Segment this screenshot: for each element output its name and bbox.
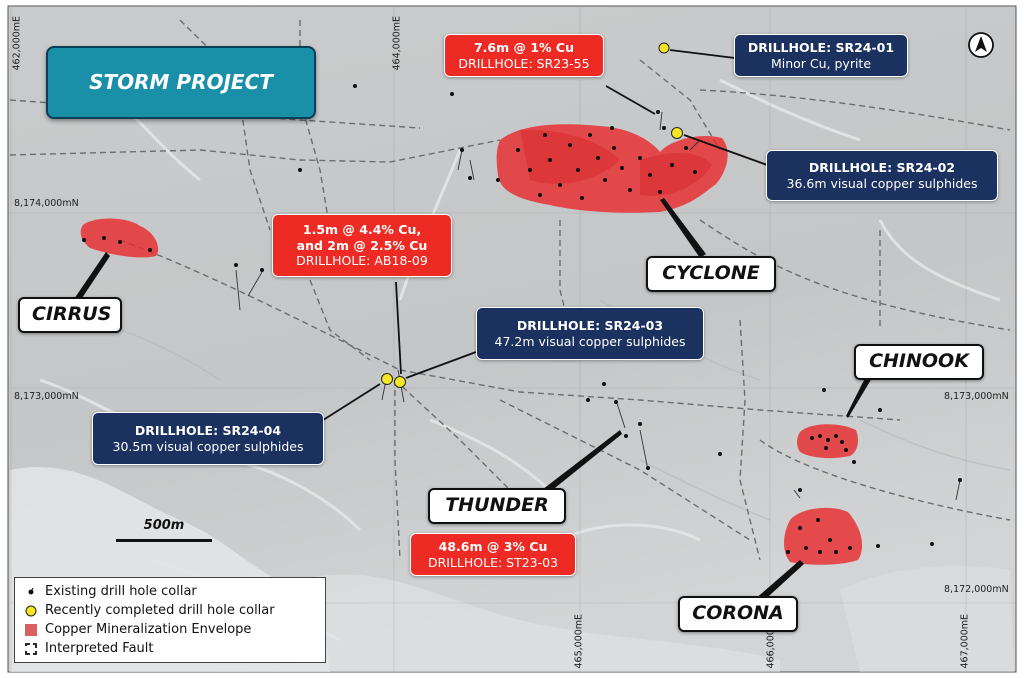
drillhole-sr24-03-note: 47.2m visual copper sulphides [494, 333, 686, 349]
drillhole-sr24-01-note: Minor Cu, pyrite [770, 55, 872, 71]
intercept-st23-03-grade: 48.6m @ 3% Cu [438, 539, 548, 554]
legend-row-envelope: Copper Mineralization Envelope [23, 620, 317, 639]
scale-bar-line [116, 539, 212, 542]
legend-label-existing: Existing drill hole collar [45, 584, 197, 599]
intercept-sr23-55-grade: 7.6m @ 1% Cu [473, 40, 575, 55]
intercept-ab18-09-grade-1: 1.5m @ 4.4% Cu, [302, 222, 422, 237]
legend-row-existing: Existing drill hole collar [23, 582, 317, 601]
envelope-cirrus [80, 218, 159, 258]
intercept-st23-03-box: 48.6m @ 3% Cu DRILLHOLE: ST23-03 [410, 533, 576, 577]
drillhole-sr24-02-name: DRILLHOLE: SR24-02 [808, 160, 956, 175]
drillhole-sr24-01-box: DRILLHOLE: SR24-01 Minor Cu, pyrite [734, 34, 908, 78]
collar-sr24-02 [671, 127, 683, 139]
scale-bar-label: 500m [143, 518, 185, 533]
grid-label-n-8172000: 8,172,000mN [944, 584, 1009, 595]
grid-label-e-465000: 465,000mE [573, 613, 585, 669]
grid-label-e-467000: 467,000mE [959, 613, 971, 669]
deposit-label-chinook: CHINOOK [854, 344, 984, 380]
drillhole-sr24-04-box: DRILLHOLE: SR24-04 30.5m visual copper s… [92, 412, 324, 466]
drillhole-sr24-03-box: DRILLHOLE: SR24-03 47.2m visual copper s… [476, 307, 704, 361]
deposit-label-cyclone: CYCLONE [646, 256, 776, 292]
envelope-swatch-icon [23, 622, 39, 638]
legend-row-new: Recently completed drill hole collar [23, 601, 317, 620]
drillhole-sr24-04-note: 30.5m visual copper sulphides [112, 438, 304, 454]
intercept-ab18-09-grade-2: and 2m @ 2.5% Cu [296, 237, 428, 253]
collar-sr24-04 [381, 373, 393, 385]
existing-collar-icon [23, 584, 39, 600]
drillhole-sr24-02-note: 36.6m visual copper sulphides [786, 175, 978, 191]
legend-label-new: Recently completed drill hole collar [45, 603, 275, 618]
intercept-sr23-55-box: 7.6m @ 1% Cu DRILLHOLE: SR23-55 [444, 34, 604, 78]
leader-lines [319, 49, 771, 423]
existing-collars [82, 84, 962, 554]
intercept-st23-03-name: DRILLHOLE: ST23-03 [427, 554, 559, 570]
drillhole-sr24-04-name: DRILLHOLE: SR24-04 [134, 423, 282, 438]
drillhole-sr24-03-name: DRILLHOLE: SR24-03 [516, 318, 664, 333]
drillhole-sr24-02-box: DRILLHOLE: SR24-02 36.6m visual copper s… [766, 150, 998, 202]
grid-label-n-8173000-right: 8,173,000mN [944, 391, 1009, 402]
legend-label-envelope: Copper Mineralization Envelope [45, 622, 252, 637]
collar-sr24-01 [658, 42, 670, 54]
grid-label-e-462000: 462,000mE [11, 15, 23, 71]
new-collar-icon [23, 603, 39, 619]
scale-bar: 500m [116, 518, 212, 542]
new-collars [381, 42, 683, 388]
grid-label-e-464000: 464,000mE [391, 15, 403, 71]
envelope-cyclone [496, 124, 728, 213]
deposit-label-thunder: THUNDER [428, 488, 566, 524]
legend-label-fault: Interpreted Fault [45, 641, 154, 656]
intercept-ab18-09-name: DRILLHOLE: AB18-09 [296, 253, 428, 269]
mineralization-envelopes [80, 124, 863, 565]
deposit-label-corona: CORONA [678, 596, 798, 632]
envelope-corona [784, 507, 863, 565]
deposit-label-cirrus: CIRRUS [18, 297, 122, 333]
intercept-sr23-55-name: DRILLHOLE: SR23-55 [458, 55, 590, 71]
grid-label-n-8174000: 8,174,000mN [14, 198, 79, 209]
north-arrow-icon [968, 32, 994, 58]
envelope-texture [520, 129, 712, 196]
deposit-pointers [72, 198, 872, 604]
map-legend: Existing drill hole collar Recently comp… [14, 577, 326, 663]
drill-hole-traces [235, 111, 961, 501]
intercept-ab18-09-box: 1.5m @ 4.4% Cu, and 2m @ 2.5% Cu DRILLHO… [272, 214, 452, 277]
project-title: STORM PROJECT [46, 46, 316, 119]
drillhole-sr24-01-name: DRILLHOLE: SR24-01 [747, 40, 895, 55]
collar-sr24-03 [394, 376, 406, 388]
fault-line-icon [23, 641, 39, 657]
legend-row-fault: Interpreted Fault [23, 639, 317, 658]
grid-label-n-8173000-left: 8,173,000mN [14, 391, 79, 402]
